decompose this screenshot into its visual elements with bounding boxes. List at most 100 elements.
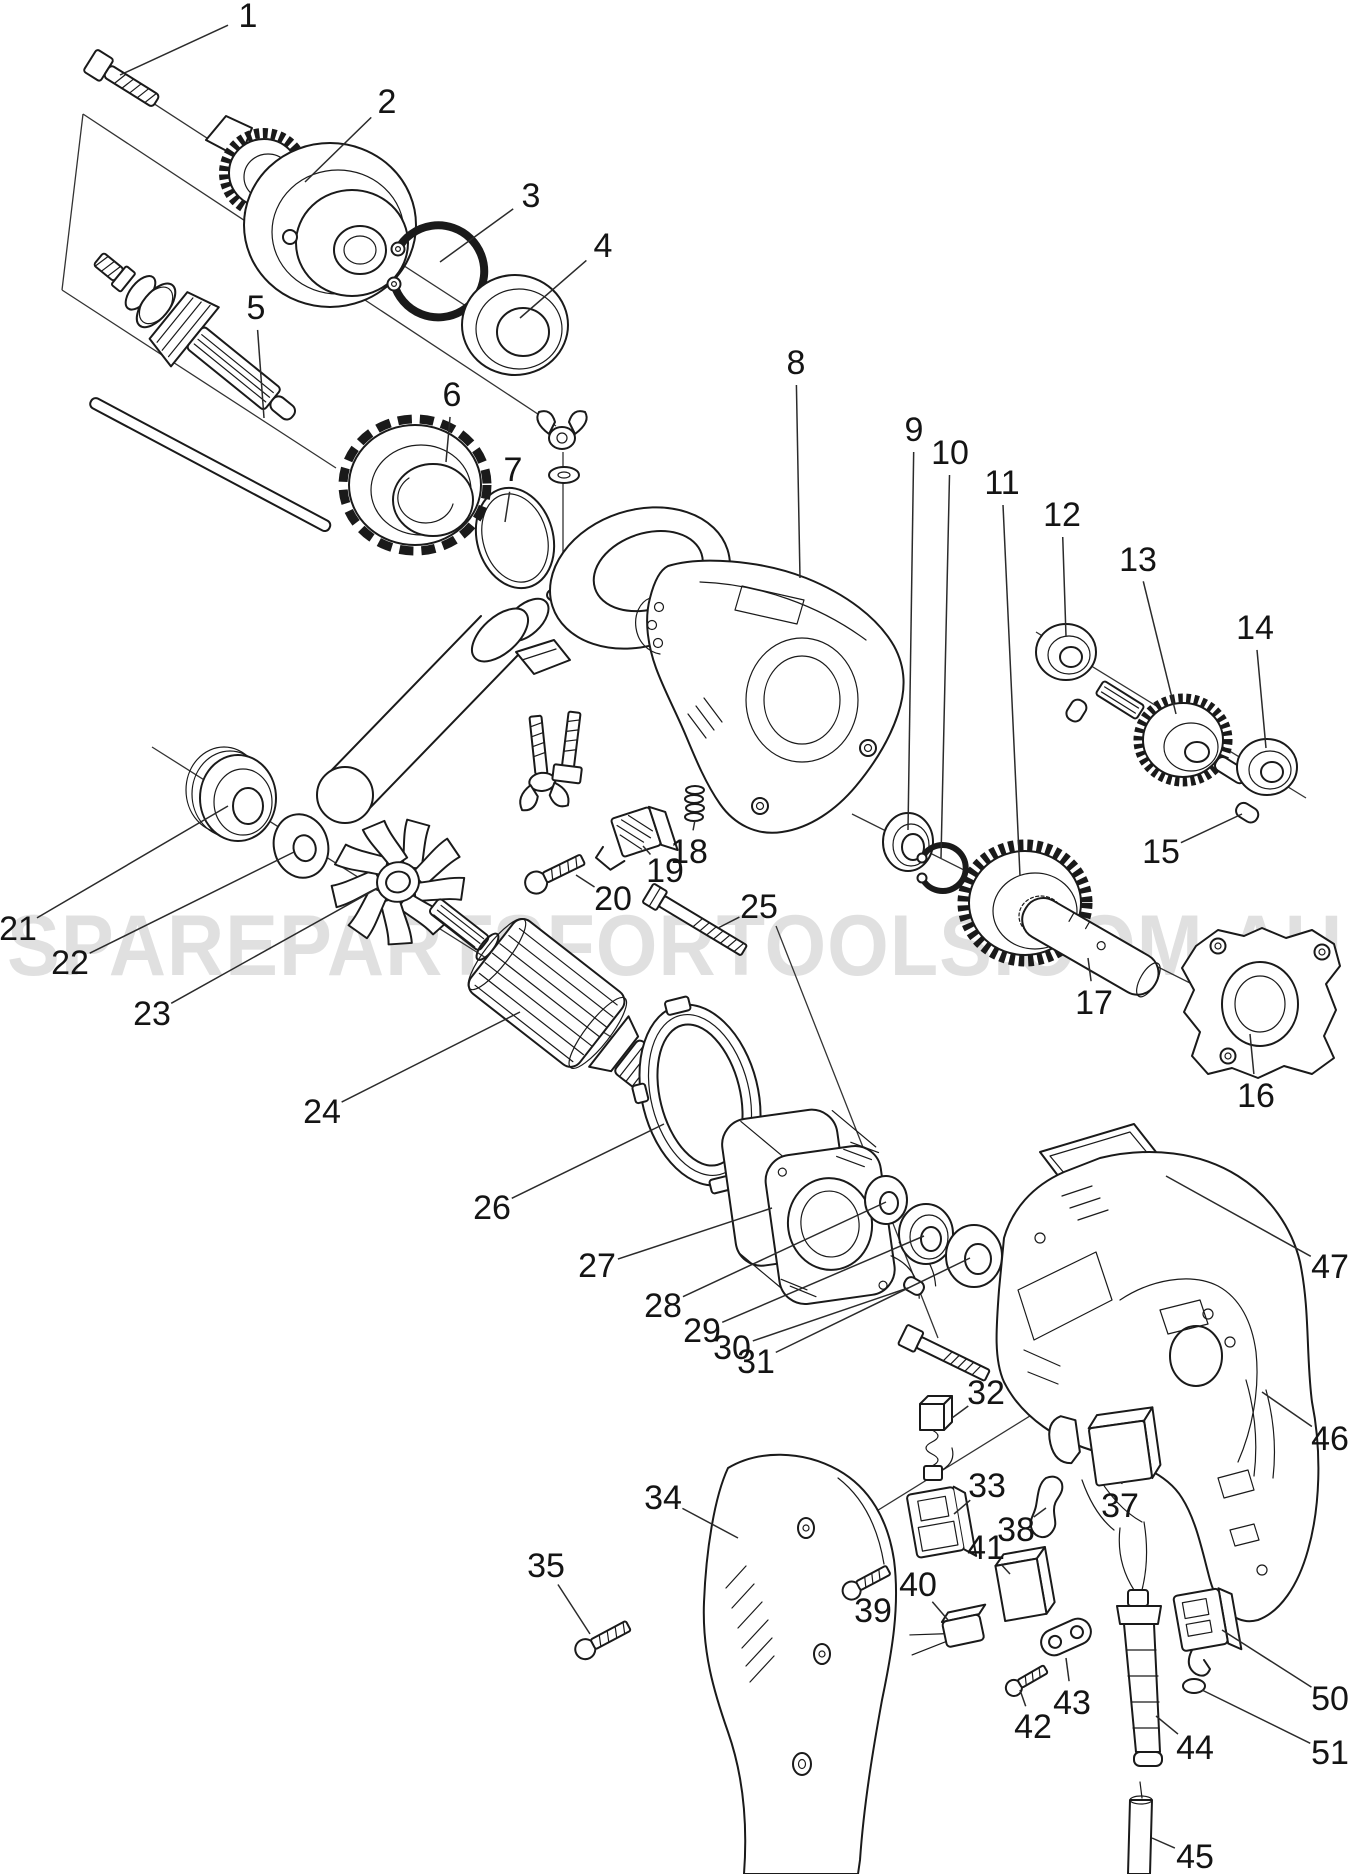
leader-line-23 bbox=[170, 887, 379, 1004]
leader-line-8 bbox=[795, 384, 801, 579]
part-3-retaining-ring bbox=[386, 221, 489, 322]
part-label-26: 26 bbox=[473, 1189, 511, 1227]
part-label-21: 21 bbox=[0, 910, 37, 948]
part-label-45: 45 bbox=[1176, 1838, 1214, 1874]
part-44-strain-relief bbox=[1116, 1521, 1163, 1767]
part-12-bearing bbox=[1035, 623, 1097, 681]
part-43-cord-clamp bbox=[1040, 1617, 1092, 1657]
leader-line-30 bbox=[752, 1287, 909, 1342]
leader-line-2 bbox=[304, 116, 372, 183]
part-28-washer bbox=[864, 1175, 908, 1225]
leader-line-12 bbox=[1061, 536, 1067, 637]
part-label-28: 28 bbox=[644, 1287, 682, 1325]
part-label-30: 30 bbox=[713, 1329, 751, 1367]
part-17-spindle-pin bbox=[1021, 897, 1161, 998]
part-20-screw bbox=[524, 854, 586, 895]
part-label-29: 29 bbox=[683, 1312, 721, 1350]
part-label-19: 19 bbox=[646, 852, 684, 890]
part-label-32: 32 bbox=[967, 1374, 1005, 1412]
part-8-gear-housing bbox=[635, 559, 905, 834]
leader-line-18 bbox=[692, 819, 696, 831]
part-label-25: 25 bbox=[740, 888, 778, 926]
part-label-18: 18 bbox=[670, 833, 708, 871]
part-41-connector-box bbox=[994, 1546, 1056, 1623]
part-label-23: 23 bbox=[133, 995, 171, 1033]
leader-line-45 bbox=[1151, 1837, 1176, 1849]
part-38-lever bbox=[1029, 1475, 1064, 1538]
part-label-4: 4 bbox=[594, 227, 613, 265]
part-label-22: 22 bbox=[51, 944, 89, 982]
leader-line-42 bbox=[1019, 1689, 1027, 1707]
part-32-carbon-brush bbox=[919, 1395, 954, 1481]
leader-line-4 bbox=[519, 259, 587, 319]
part-42-screw bbox=[1004, 1664, 1049, 1697]
leader-line-9 bbox=[907, 451, 915, 831]
leader-line-47 bbox=[1165, 1175, 1312, 1257]
part-label-38: 38 bbox=[997, 1511, 1035, 1549]
part-label-11: 11 bbox=[984, 464, 1019, 502]
part-1-screw bbox=[83, 49, 160, 107]
part-label-9: 9 bbox=[905, 411, 924, 449]
leader-line-24 bbox=[341, 1011, 521, 1103]
leader-line-10 bbox=[940, 474, 951, 859]
leader-line-25 bbox=[717, 916, 740, 929]
leader-line-16 bbox=[1249, 1033, 1255, 1075]
leader-line-39 bbox=[859, 1591, 862, 1594]
part-21-bearing bbox=[185, 746, 277, 842]
leader-line-7 bbox=[504, 491, 511, 523]
part-37-switch bbox=[1048, 1406, 1162, 1487]
part-label-13: 13 bbox=[1119, 541, 1157, 579]
part-40-capacitor bbox=[909, 1603, 987, 1656]
part-7-o-ring bbox=[474, 486, 556, 590]
part-label-47: 47 bbox=[1311, 1248, 1349, 1286]
leader-line-15 bbox=[1180, 813, 1243, 844]
part-5-spindle bbox=[89, 252, 332, 533]
part-29-ball-bearing bbox=[898, 1203, 954, 1265]
leader-line-46 bbox=[1261, 1391, 1313, 1428]
leader-line-32 bbox=[951, 1405, 969, 1419]
part-27-field bbox=[721, 1108, 937, 1305]
part-label-17: 17 bbox=[1075, 984, 1113, 1022]
part-35-screw bbox=[574, 1620, 632, 1661]
leader-line-22 bbox=[89, 851, 295, 954]
part-label-41: 41 bbox=[967, 1529, 1005, 1567]
part-label-8: 8 bbox=[787, 344, 806, 382]
part-19-holder bbox=[594, 805, 679, 871]
leader-line-33 bbox=[953, 1499, 971, 1515]
leader-line-5 bbox=[256, 329, 265, 419]
part-label-24: 24 bbox=[303, 1093, 341, 1131]
leader-line-1 bbox=[119, 24, 229, 76]
housing-screw bbox=[897, 1324, 991, 1382]
part-label-14: 14 bbox=[1236, 609, 1274, 647]
part-label-42: 42 bbox=[1014, 1708, 1052, 1746]
part-10-retaining-ring bbox=[916, 842, 969, 894]
part-label-20: 20 bbox=[594, 880, 632, 918]
leader-line-35 bbox=[557, 1584, 591, 1635]
leader-line-28 bbox=[682, 1201, 887, 1298]
part-label-16: 16 bbox=[1237, 1077, 1275, 1115]
part-label-31: 31 bbox=[737, 1343, 775, 1381]
part-18-spring bbox=[684, 785, 705, 822]
part-50-brush-holder-cap bbox=[1172, 1587, 1243, 1677]
part-label-6: 6 bbox=[443, 376, 462, 414]
leader-line-14 bbox=[1256, 649, 1267, 749]
part-label-33: 33 bbox=[968, 1467, 1006, 1505]
key-pin bbox=[1065, 698, 1088, 723]
part-6-lock-collar bbox=[338, 414, 492, 556]
leader-line-13 bbox=[1142, 581, 1177, 715]
part-label-35: 35 bbox=[527, 1547, 565, 1585]
part-51-cap bbox=[1182, 1678, 1206, 1694]
part-label-27: 27 bbox=[578, 1247, 616, 1285]
part-26-baffle-plate bbox=[631, 995, 762, 1195]
part-33-brush-holder bbox=[906, 1485, 978, 1559]
part-39-screw bbox=[841, 1565, 891, 1601]
leader-line-17 bbox=[1087, 957, 1092, 982]
part-13-pinion-gear bbox=[1095, 680, 1249, 787]
part-label-7: 7 bbox=[504, 451, 523, 489]
part-label-44: 44 bbox=[1176, 1729, 1214, 1767]
leader-line-29 bbox=[721, 1235, 925, 1324]
leader-line-44 bbox=[1155, 1715, 1179, 1735]
